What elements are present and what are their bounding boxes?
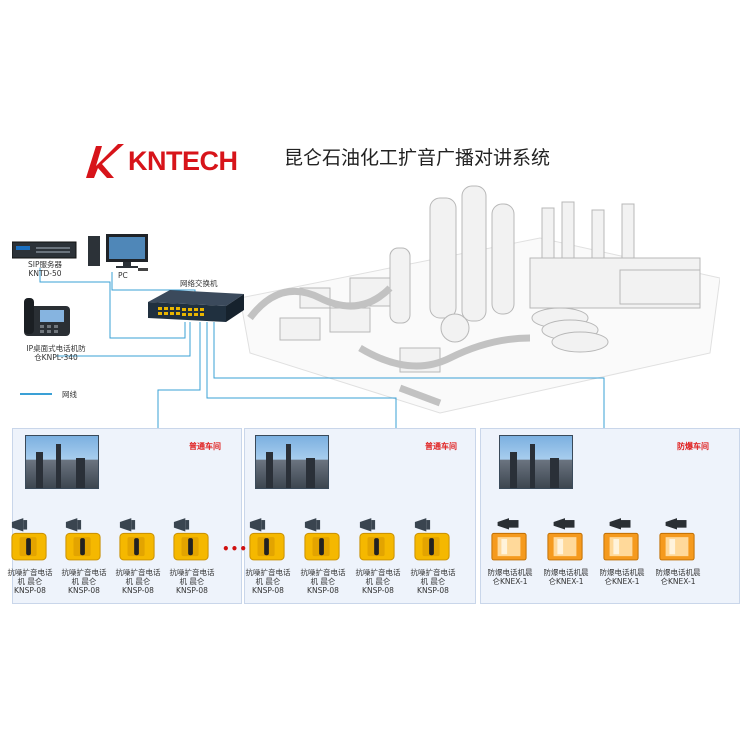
switch-label: 网络交换机 <box>180 279 218 288</box>
device-label: 抗噪扩音电话 机 晨仑 KNSP-08 <box>350 568 406 595</box>
speakerphone-icon <box>359 518 395 561</box>
device-label: 抗噪扩音电话 机 晨仑 KNSP-08 <box>56 568 112 595</box>
speakerphone-icon <box>11 518 47 561</box>
speakerphone-icon <box>173 518 209 561</box>
zone-ordinary-workshop-2: 普通车间 <box>244 428 476 604</box>
pc-label: PC <box>118 271 128 280</box>
device-model: KNSP-08 <box>417 586 449 595</box>
device-name: 抗噪扩音电话 <box>169 568 215 577</box>
device-label: 防爆电话机晨 仑KNEX-1 <box>536 568 596 586</box>
kntech-logo: KNTECH <box>84 140 238 180</box>
device-model: 仑KNEX-1 <box>492 577 528 586</box>
network-cable-legend-label: 网线 <box>62 390 77 399</box>
workshop-photo <box>255 435 329 489</box>
device-name: 抗噪扩音电话 <box>7 568 53 577</box>
speakerphone-icon <box>304 518 340 561</box>
explosion-proof-phone-icon <box>659 518 695 561</box>
device-name-2: 机 晨仑 <box>17 577 43 586</box>
workshop-photo <box>499 435 573 489</box>
explosion-proof-phone-icon <box>491 518 527 561</box>
device-name: 抗噪扩音电话 <box>245 568 291 577</box>
device-name-2: 机 晨仑 <box>255 577 281 586</box>
device-name-2: 机 晨仑 <box>310 577 336 586</box>
sip-server-model: KNTD-50 <box>28 269 62 278</box>
device-name-2: 机 晨仑 <box>365 577 391 586</box>
pc-icon <box>88 234 148 271</box>
speakerphone-icon <box>119 518 155 561</box>
zone-tag: 普通车间 <box>425 442 457 451</box>
device-model: 仑KNEX-1 <box>660 577 696 586</box>
ip-phone-label: IP桌面式电话机防 仓KNPL-340 <box>16 344 96 362</box>
device-name-2: 机 晨仑 <box>420 577 446 586</box>
logo-text: KNTECH <box>128 146 238 176</box>
zone-explosion-proof-workshop: 防爆车间 <box>480 428 740 604</box>
network-switch-icon <box>148 290 244 322</box>
diagram-title: 昆仑石油化工扩音广播对讲系统 <box>284 147 551 169</box>
device-model: KNSP-08 <box>307 586 339 595</box>
device-label: 抗噪扩音电话 机 晨仑 KNSP-08 <box>164 568 220 595</box>
device-model: KNSP-08 <box>68 586 100 595</box>
device-name: 抗噪扩音电话 <box>355 568 401 577</box>
device-name: 抗噪扩音电话 <box>300 568 346 577</box>
device-name: 防爆电话机晨 <box>543 568 589 577</box>
network-cable-legend-swatch <box>20 393 52 395</box>
device-label: 防爆电话机晨 仑KNEX-1 <box>648 568 708 586</box>
speakerphone-icon <box>249 518 285 561</box>
device-name-2: 机 晨仑 <box>71 577 97 586</box>
device-label: 抗噪扩音电话 机 晨仑 KNSP-08 <box>240 568 296 595</box>
ip-phone-model: 仓KNPL-340 <box>34 353 78 362</box>
zone-tag: 普通车间 <box>189 442 221 451</box>
device-name: 抗噪扩音电话 <box>61 568 107 577</box>
device-model: KNSP-08 <box>14 586 46 595</box>
explosion-proof-phone-icon <box>547 518 583 561</box>
ip-phone-name: IP桌面式电话机防 <box>26 344 86 353</box>
zone-tag: 防爆车间 <box>677 442 709 451</box>
device-label: 抗噪扩音电话 机 晨仑 KNSP-08 <box>295 568 351 595</box>
device-name: 抗噪扩音电话 <box>410 568 456 577</box>
device-label: 防爆电话机晨 仑KNEX-1 <box>480 568 540 586</box>
device-name: 抗噪扩音电话 <box>115 568 161 577</box>
device-label: 抗噪扩音电话 机 晨仑 KNSP-08 <box>405 568 461 595</box>
petrochemical-plant-illustration <box>240 185 720 414</box>
device-name: 防爆电话机晨 <box>487 568 533 577</box>
workshop-photo <box>25 435 99 489</box>
device-model: 仑KNEX-1 <box>548 577 584 586</box>
device-name: 防爆电话机晨 <box>599 568 645 577</box>
device-label: 抗噪扩音电话 机 晨仑 KNSP-08 <box>2 568 58 595</box>
device-label: 防爆电话机晨 仑KNEX-1 <box>592 568 652 586</box>
desk-phone-icon <box>24 298 70 336</box>
server-icon <box>12 241 77 259</box>
device-label: 抗噪扩音电话 机 晨仑 KNSP-08 <box>110 568 166 595</box>
sip-server-name: SIP服务器 <box>28 260 62 269</box>
speakerphone-icon <box>414 518 450 561</box>
device-model: KNSP-08 <box>252 586 284 595</box>
device-name-2: 机 晨仑 <box>125 577 151 586</box>
zone-ordinary-workshop-1: 普通车间 <box>12 428 242 604</box>
device-model: KNSP-08 <box>362 586 394 595</box>
device-model: KNSP-08 <box>176 586 208 595</box>
more-devices-ellipsis: ••• <box>222 542 249 556</box>
device-model: KNSP-08 <box>122 586 154 595</box>
kntech-k-mark-icon <box>86 144 124 178</box>
explosion-proof-phone-icon <box>603 518 639 561</box>
speakerphone-icon <box>65 518 101 561</box>
device-name-2: 机 晨仑 <box>179 577 205 586</box>
sip-server-label: SIP服务器 KNTD-50 <box>12 260 78 278</box>
device-name: 防爆电话机晨 <box>655 568 701 577</box>
device-model: 仑KNEX-1 <box>604 577 640 586</box>
